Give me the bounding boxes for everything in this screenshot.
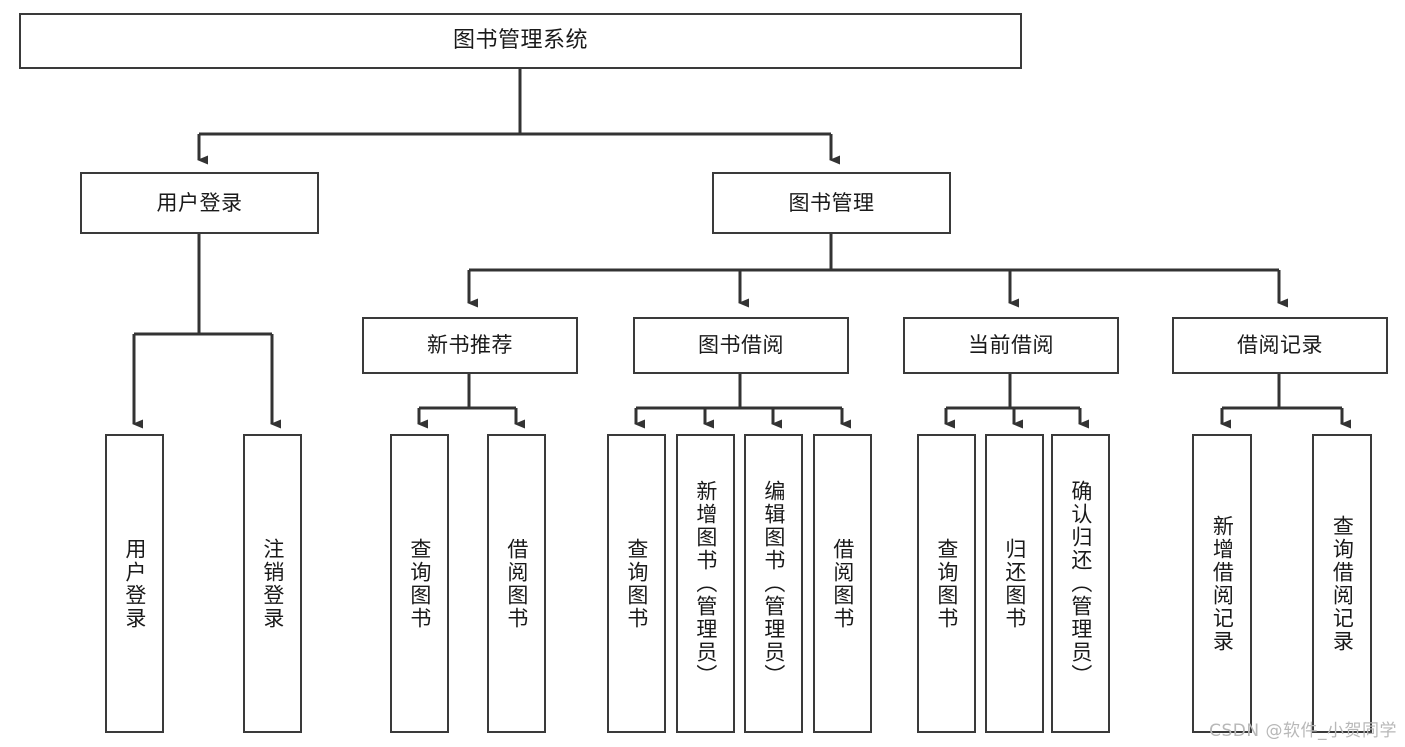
node-leaf-query-borrow-record-label: 查询借阅记录 <box>1330 514 1355 653</box>
node-user-login[interactable]: 用户登录 <box>80 172 319 234</box>
node-leaf-add-borrow-record-label: 新增借阅记录 <box>1210 514 1235 653</box>
node-leaf-add-book-admin-label: 新增图书（管理员） <box>693 480 718 687</box>
node-book-manage-label: 图书管理 <box>788 190 875 215</box>
csdn-watermark: CSDN @软件_小贺同学 <box>1209 721 1397 741</box>
node-leaf-return-book-label: 归还图书 <box>1002 537 1027 630</box>
node-book-borrow-label: 图书借阅 <box>698 333 784 358</box>
node-user-login-label: 用户登录 <box>156 190 243 215</box>
node-book-borrow[interactable]: 图书借阅 <box>633 317 849 374</box>
node-root[interactable]: 图书管理系统 <box>19 13 1022 69</box>
node-leaf-borrow-book-1[interactable]: 借阅图书 <box>487 434 546 733</box>
node-new-book-recommend-label: 新书推荐 <box>427 333 513 358</box>
node-leaf-edit-book-admin[interactable]: 编辑图书（管理员） <box>744 434 803 733</box>
node-leaf-query-book-1[interactable]: 查询图书 <box>390 434 449 733</box>
node-leaf-user-login-label: 用户登录 <box>122 537 147 630</box>
node-borrow-record[interactable]: 借阅记录 <box>1172 317 1388 374</box>
node-leaf-query-book-1-label: 查询图书 <box>407 537 432 630</box>
node-leaf-borrow-book-2-label: 借阅图书 <box>830 537 855 630</box>
node-current-borrow[interactable]: 当前借阅 <box>903 317 1119 374</box>
node-leaf-borrow-book-1-label: 借阅图书 <box>504 537 529 630</box>
node-leaf-edit-book-admin-label: 编辑图书（管理员） <box>761 480 786 687</box>
node-leaf-query-book-3[interactable]: 查询图书 <box>917 434 976 733</box>
node-current-borrow-label: 当前借阅 <box>968 333 1054 358</box>
node-leaf-query-book-2-label: 查询图书 <box>624 537 649 630</box>
node-borrow-record-label: 借阅记录 <box>1237 333 1323 358</box>
node-leaf-confirm-return-admin[interactable]: 确认归还（管理员） <box>1051 434 1110 733</box>
node-leaf-query-book-2[interactable]: 查询图书 <box>607 434 666 733</box>
node-book-manage[interactable]: 图书管理 <box>712 172 951 234</box>
node-leaf-confirm-return-admin-label: 确认归还（管理员） <box>1068 480 1093 687</box>
node-new-book-recommend[interactable]: 新书推荐 <box>362 317 578 374</box>
node-root-label: 图书管理系统 <box>452 28 588 54</box>
node-leaf-add-borrow-record[interactable]: 新增借阅记录 <box>1192 434 1252 733</box>
node-leaf-add-book-admin[interactable]: 新增图书（管理员） <box>676 434 735 733</box>
node-leaf-query-book-3-label: 查询图书 <box>934 537 959 630</box>
node-leaf-query-borrow-record[interactable]: 查询借阅记录 <box>1312 434 1372 733</box>
node-leaf-user-login[interactable]: 用户登录 <box>105 434 164 733</box>
node-leaf-logout[interactable]: 注销登录 <box>243 434 302 733</box>
node-leaf-logout-label: 注销登录 <box>260 537 285 630</box>
node-leaf-return-book[interactable]: 归还图书 <box>985 434 1044 733</box>
node-leaf-borrow-book-2[interactable]: 借阅图书 <box>813 434 872 733</box>
